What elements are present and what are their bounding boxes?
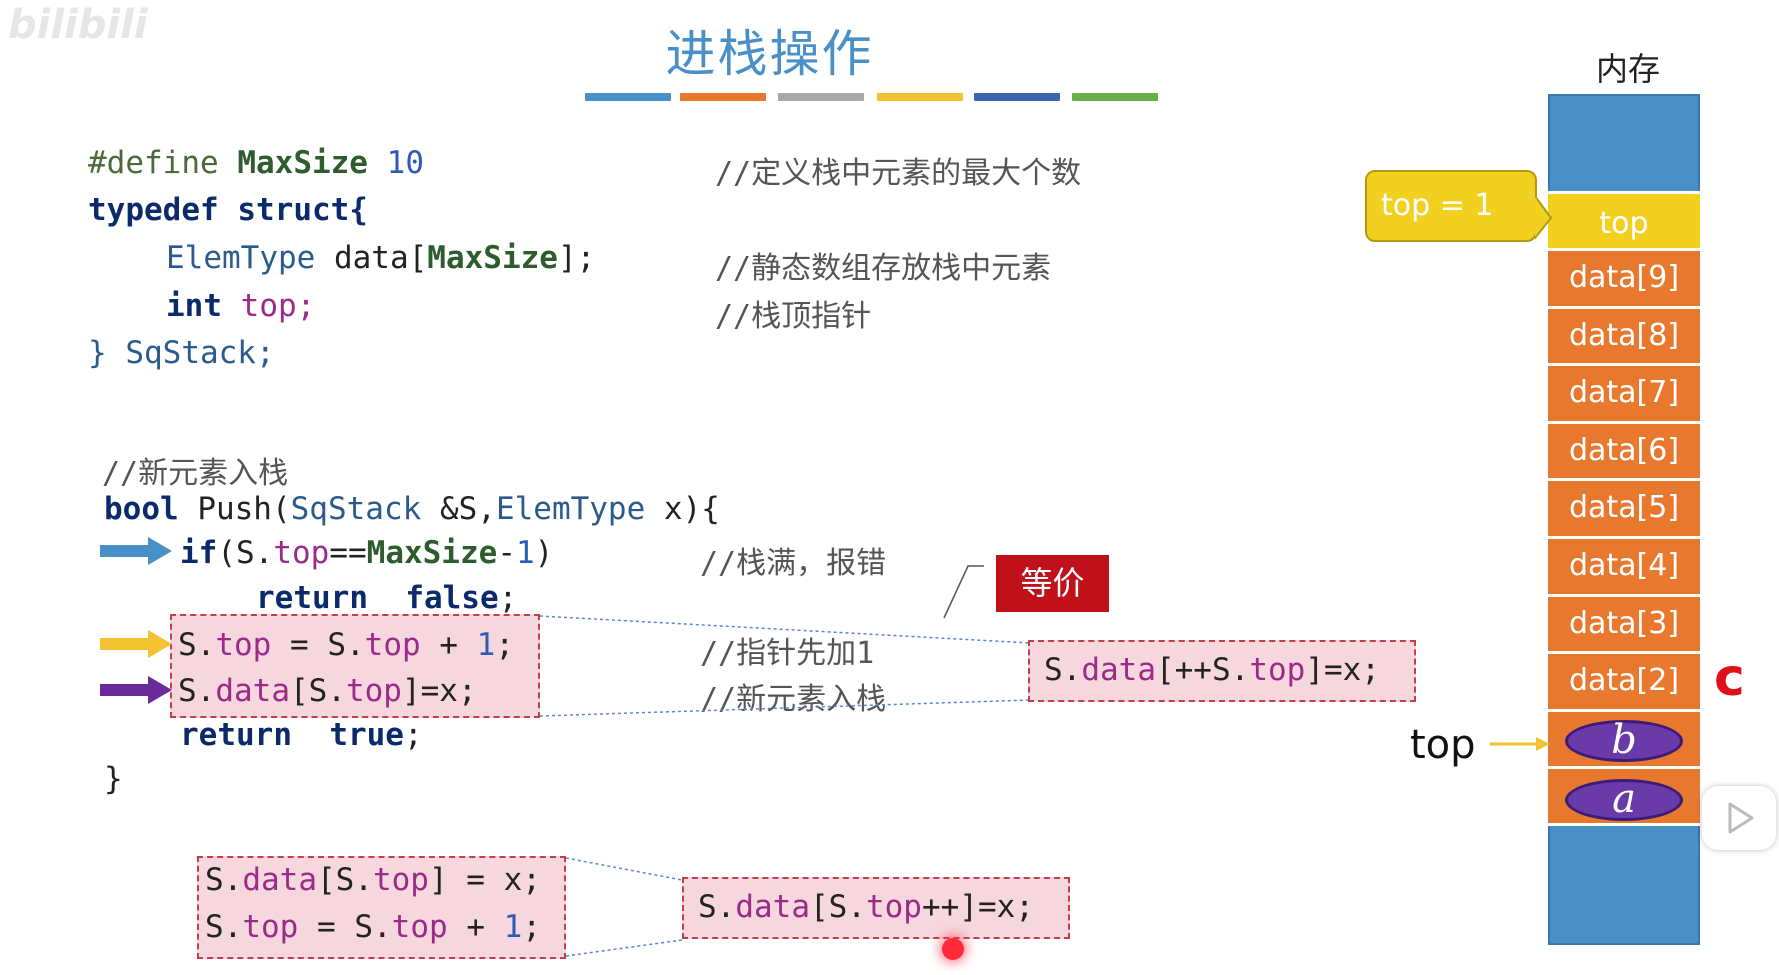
memory-cell-data4: data[4]	[1548, 539, 1700, 597]
bar-yellow	[877, 93, 963, 101]
memory-cell-data2: data[2]	[1548, 654, 1700, 712]
memory-cell-data6: data[6]	[1548, 423, 1700, 482]
page-title: 进栈操作	[665, 25, 874, 83]
equivalent-label: 等价	[996, 555, 1109, 612]
equivalent-postincrement: S.data[S.top++]=x;	[698, 889, 1034, 925]
alt-assign-line: S.data[S.top] = x;	[205, 862, 541, 898]
memory-cell-data8: data[8]	[1548, 308, 1700, 367]
data-field-line: ElemType data[MaxSize];	[166, 240, 596, 276]
equivalent-box-preincrement	[1028, 640, 1416, 702]
inc-top-line: S.top = S.top + 1;	[178, 627, 514, 663]
highlight-box-push-steps	[170, 614, 540, 718]
define-line: #define MaxSize 10	[88, 145, 424, 181]
equivalent-box-postincrement	[682, 877, 1070, 939]
alt-inc-line: S.top = S.top + 1;	[205, 909, 541, 945]
push-signature: bool Push(SqStack &S,ElemType x){	[104, 491, 720, 527]
bar-blue	[585, 93, 671, 101]
memory-cell-data7: data[7]	[1548, 366, 1700, 424]
bar-gray	[778, 93, 864, 101]
return-true-line: return true;	[180, 717, 423, 753]
top-field-line: int top;	[166, 288, 316, 324]
equivalent-preincrement: S.data[++S.top]=x;	[1044, 652, 1380, 688]
blue-arrow-icon	[100, 537, 172, 565]
struct-close-line: } SqStack;	[88, 335, 275, 371]
data-field-comment: //静态数组存放栈中元素	[715, 251, 1052, 286]
bar-orange	[680, 93, 766, 101]
top-field-comment: //栈顶指针	[715, 299, 872, 334]
annotation-c: c	[1714, 648, 1745, 708]
return-false-line: return false;	[256, 580, 518, 616]
stack-element-a: a	[1565, 779, 1683, 821]
define-comment: //定义栈中元素的最大个数	[715, 156, 1082, 191]
top-pointer-label: top	[1410, 722, 1476, 768]
function-close: }	[104, 761, 123, 797]
if-comment: //栈满，报错	[700, 546, 887, 581]
memory-label: 内存	[1596, 50, 1661, 88]
watermark: bilibili	[8, 2, 148, 48]
memory-cell-data5: data[5]	[1548, 481, 1700, 539]
typedef-line: typedef struct{	[88, 192, 368, 228]
if-line: if(S.top==MaxSize-1)	[180, 535, 554, 571]
top-pointer-arrow-icon	[1490, 737, 1550, 751]
memory-cell-top: top	[1548, 191, 1700, 251]
assign-comment: //新元素入栈	[700, 682, 887, 717]
bar-green	[1072, 93, 1158, 101]
memory-cell-data3: data[3]	[1548, 596, 1700, 655]
purple-arrow-icon	[100, 676, 172, 704]
bar-darkblue	[974, 93, 1060, 101]
play-button[interactable]	[1702, 786, 1776, 850]
assign-line: S.data[S.top]=x;	[178, 673, 477, 709]
memory-cell-data9: data[9]	[1548, 251, 1700, 309]
alt-order-box	[197, 856, 566, 959]
inc-comment: //指针先加1	[700, 636, 875, 671]
top-value-callout: top = 1	[1365, 170, 1537, 242]
callout-pointer	[1535, 196, 1553, 240]
laser-pointer-icon	[942, 938, 964, 960]
stack-element-b: b	[1565, 720, 1683, 762]
yellow-arrow-icon	[100, 630, 172, 658]
play-icon	[1728, 802, 1754, 834]
push-comment: //新元素入栈	[102, 456, 289, 491]
